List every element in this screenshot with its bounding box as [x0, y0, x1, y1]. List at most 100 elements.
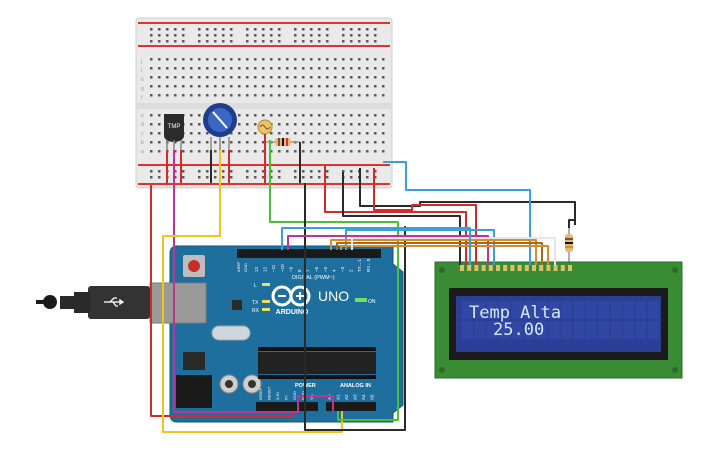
breadboard-hole[interactable] [310, 28, 313, 31]
breadboard-hole[interactable] [382, 132, 385, 135]
breadboard-hole[interactable] [222, 28, 225, 31]
breadboard-hole[interactable] [358, 67, 361, 70]
breadboard-hole[interactable] [318, 141, 321, 144]
breadboard-hole[interactable] [342, 28, 345, 31]
breadboard-hole[interactable] [318, 123, 321, 126]
lcd-pin[interactable] [474, 265, 479, 271]
breadboard-hole[interactable] [246, 67, 249, 70]
breadboard-hole[interactable] [262, 28, 265, 31]
breadboard-hole[interactable] [222, 170, 225, 173]
breadboard-hole[interactable] [214, 150, 217, 153]
breadboard-hole[interactable] [198, 76, 201, 79]
breadboard-hole[interactable] [206, 85, 209, 88]
breadboard-hole[interactable] [262, 40, 265, 43]
breadboard-hole[interactable] [206, 150, 209, 153]
breadboard-hole[interactable] [222, 141, 225, 144]
breadboard-hole[interactable] [222, 176, 225, 179]
breadboard-hole[interactable] [222, 58, 225, 61]
breadboard-hole[interactable] [342, 150, 345, 153]
breadboard-hole[interactable] [230, 58, 233, 61]
breadboard-hole[interactable] [270, 132, 273, 135]
breadboard-hole[interactable] [278, 94, 281, 97]
breadboard-hole[interactable] [366, 58, 369, 61]
breadboard-hole[interactable] [294, 34, 297, 37]
lcd-pin[interactable] [517, 265, 522, 271]
breadboard-hole[interactable] [270, 150, 273, 153]
breadboard-hole[interactable] [206, 94, 209, 97]
breadboard-hole[interactable] [158, 34, 161, 37]
breadboard-hole[interactable] [230, 85, 233, 88]
breadboard-hole[interactable] [278, 28, 281, 31]
breadboard-hole[interactable] [382, 76, 385, 79]
lcd-pin[interactable] [532, 265, 536, 271]
breadboard-hole[interactable] [198, 58, 201, 61]
breadboard-hole[interactable] [374, 114, 377, 117]
breadboard-hole[interactable] [254, 28, 257, 31]
breadboard-hole[interactable] [342, 67, 345, 70]
breadboard-hole[interactable] [294, 114, 297, 117]
breadboard-hole[interactable] [326, 141, 329, 144]
breadboard-hole[interactable] [158, 28, 161, 31]
breadboard-hole[interactable] [190, 58, 193, 61]
breadboard-hole[interactable] [302, 123, 305, 126]
breadboard-hole[interactable] [270, 67, 273, 70]
breadboard-hole[interactable] [366, 150, 369, 153]
breadboard-hole[interactable] [326, 132, 329, 135]
breadboard-hole[interactable] [182, 141, 185, 144]
breadboard-hole[interactable] [302, 114, 305, 117]
breadboard-hole[interactable] [214, 176, 217, 179]
breadboard-hole[interactable] [150, 67, 153, 70]
breadboard-hole[interactable] [374, 58, 377, 61]
lcd-pin[interactable] [496, 265, 500, 271]
breadboard-hole[interactable] [254, 34, 257, 37]
breadboard-hole[interactable] [294, 132, 297, 135]
breadboard-hole[interactable] [230, 170, 233, 173]
lcd-pin[interactable] [488, 265, 493, 271]
breadboard-hole[interactable] [190, 67, 193, 70]
breadboard-hole[interactable] [366, 176, 369, 179]
breadboard-hole[interactable] [166, 40, 169, 43]
breadboard-hole[interactable] [302, 67, 305, 70]
breadboard-hole[interactable] [158, 85, 161, 88]
breadboard-hole[interactable] [254, 176, 257, 179]
breadboard-hole[interactable] [182, 34, 185, 37]
breadboard-hole[interactable] [238, 150, 241, 153]
breadboard-hole[interactable] [254, 40, 257, 43]
breadboard-hole[interactable] [278, 76, 281, 79]
breadboard-hole[interactable] [278, 170, 281, 173]
breadboard-hole[interactable] [342, 170, 345, 173]
breadboard-hole[interactable] [334, 132, 337, 135]
breadboard-hole[interactable] [222, 85, 225, 88]
breadboard-hole[interactable] [198, 67, 201, 70]
breadboard-hole[interactable] [366, 40, 369, 43]
breadboard-hole[interactable] [230, 34, 233, 37]
breadboard-hole[interactable] [382, 114, 385, 117]
breadboard-hole[interactable] [326, 76, 329, 79]
breadboard-hole[interactable] [302, 176, 305, 179]
breadboard-hole[interactable] [342, 34, 345, 37]
breadboard-hole[interactable] [158, 67, 161, 70]
breadboard-hole[interactable] [158, 132, 161, 135]
breadboard-hole[interactable] [150, 34, 153, 37]
breadboard-hole[interactable] [326, 28, 329, 31]
breadboard-hole[interactable] [214, 94, 217, 97]
breadboard-hole[interactable] [278, 132, 281, 135]
breadboard-hole[interactable] [334, 94, 337, 97]
analog-header[interactable] [326, 402, 376, 411]
breadboard-hole[interactable] [238, 58, 241, 61]
breadboard-hole[interactable] [278, 58, 281, 61]
breadboard-hole[interactable] [286, 114, 289, 117]
breadboard-hole[interactable] [206, 170, 209, 173]
breadboard-hole[interactable] [366, 94, 369, 97]
breadboard-hole[interactable] [166, 34, 169, 37]
breadboard-hole[interactable] [230, 141, 233, 144]
breadboard-hole[interactable] [358, 132, 361, 135]
breadboard-hole[interactable] [246, 85, 249, 88]
breadboard-hole[interactable] [246, 40, 249, 43]
breadboard-hole[interactable] [350, 58, 353, 61]
breadboard-hole[interactable] [310, 114, 313, 117]
breadboard-hole[interactable] [326, 40, 329, 43]
breadboard-hole[interactable] [358, 94, 361, 97]
breadboard-hole[interactable] [222, 67, 225, 70]
breadboard-hole[interactable] [334, 141, 337, 144]
